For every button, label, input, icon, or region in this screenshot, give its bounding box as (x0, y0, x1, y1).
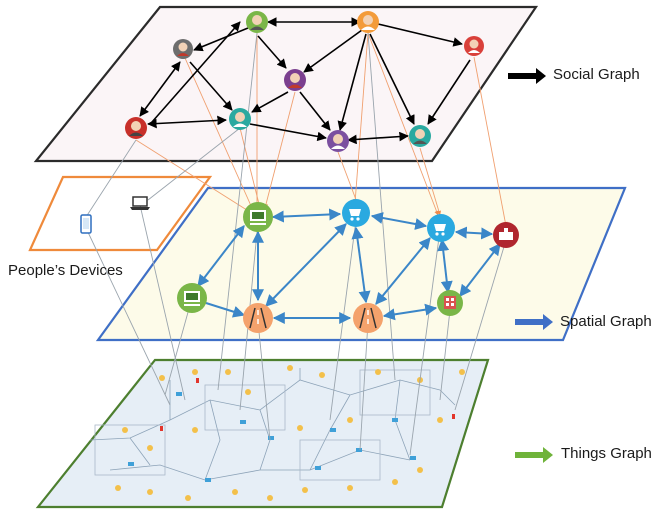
legend-arrows (508, 68, 553, 463)
social-graph-label: Social Graph (553, 66, 640, 83)
classroom-icon (177, 283, 207, 313)
things-graph-plane (35, 358, 490, 509)
things-key-arrow (515, 447, 553, 463)
shop-cart-icon (342, 199, 370, 227)
person-avatar-icon (464, 36, 484, 56)
classroom-icon (243, 202, 273, 232)
things-graph-devices (115, 365, 465, 501)
device-icons (80, 196, 150, 234)
road-icon (243, 303, 273, 333)
shop-cart-icon (427, 214, 455, 242)
social-key-arrow (508, 68, 546, 84)
person-avatar-icon (284, 69, 306, 91)
peoples-devices-label: People’s Devices (8, 262, 123, 279)
person-avatar-icon (246, 11, 268, 33)
spatial-graph-label: Spatial Graph (560, 313, 652, 330)
person-avatar-icon (409, 125, 431, 147)
person-avatar-icon (327, 130, 349, 152)
building-icon (493, 222, 519, 248)
person-avatar-icon (357, 11, 379, 33)
spatial-graph-nodes (177, 199, 519, 333)
person-avatar-icon (229, 108, 251, 130)
person-avatar-icon (173, 39, 193, 59)
social-graph-edges (139, 17, 471, 145)
social-graph-nodes (125, 11, 484, 152)
spatial-key-arrow (515, 314, 553, 330)
things-graph-label: Things Graph (561, 445, 652, 462)
smartphone-icon (80, 214, 92, 234)
road-icon (353, 303, 383, 333)
person-avatar-icon (125, 117, 147, 139)
laptop-icon (130, 196, 150, 210)
peoples-devices-plane (28, 175, 213, 252)
spatial-graph-edges (197, 208, 501, 324)
lab-icon (437, 290, 463, 316)
